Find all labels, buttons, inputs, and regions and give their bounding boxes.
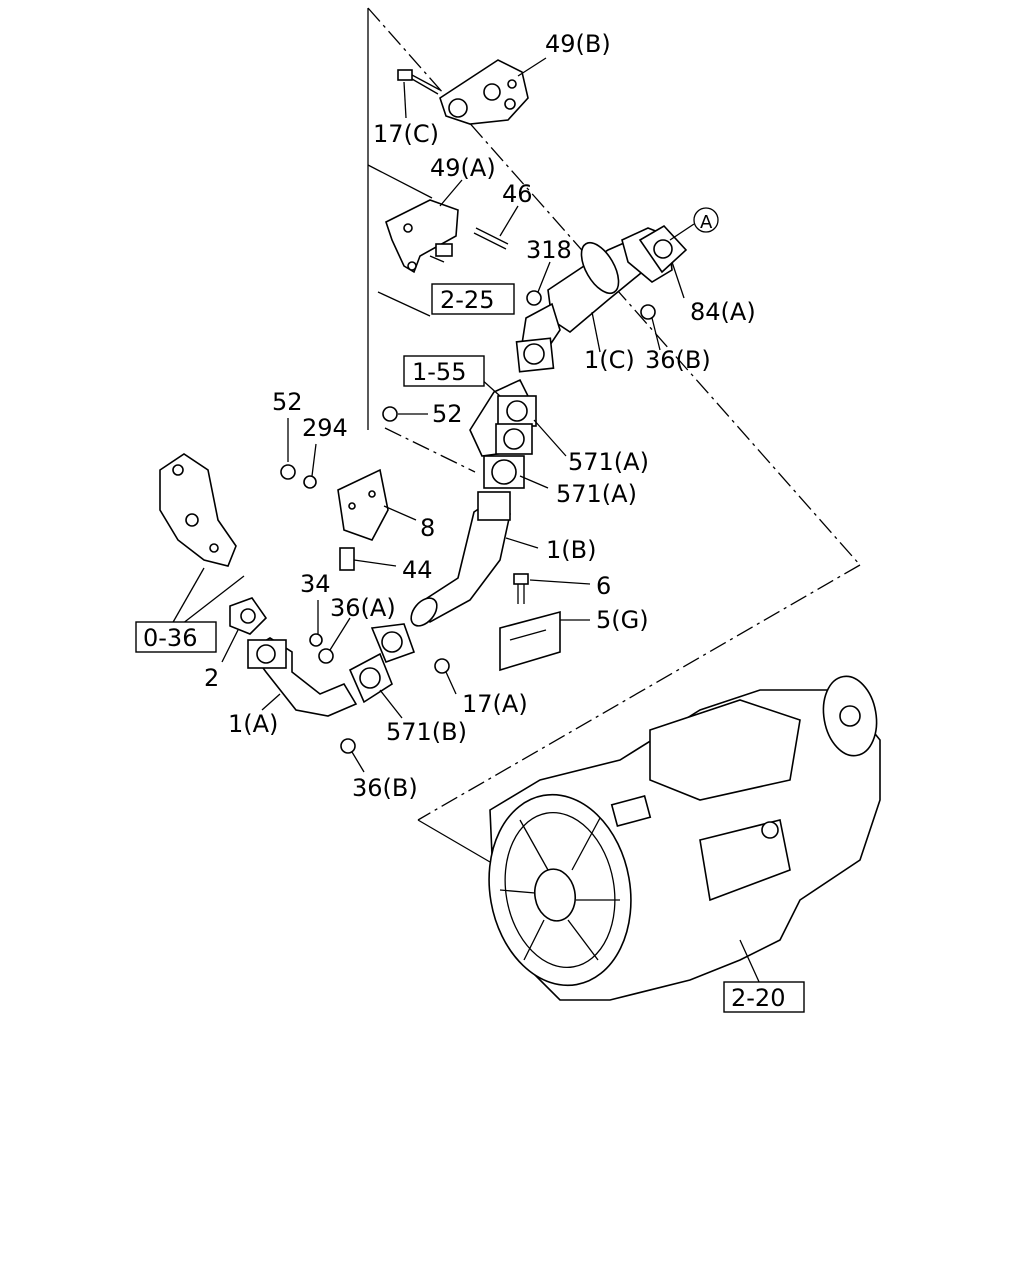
gasket-571a-part: [483, 455, 525, 489]
callout-34: 34: [300, 570, 331, 598]
callout-36b-bottom: 36(B): [352, 774, 418, 802]
exhaust-manifold-part: [159, 453, 237, 567]
callout-46: 46: [502, 180, 533, 208]
bolt-17c-part: [397, 69, 441, 95]
callout-52-mid: 52: [432, 400, 463, 428]
bolt-6-part: [513, 573, 529, 604]
nut-52-left-part: [280, 464, 296, 480]
callout-571b: 571(B): [386, 718, 467, 746]
reference-circle-a: A: [693, 207, 719, 233]
callout-571a-upper: 571(A): [568, 448, 649, 476]
leader-lines: [171, 57, 761, 985]
callout-52-left: 52: [272, 388, 303, 416]
pipe-1b-part: [410, 491, 511, 627]
assembly-boundary-lines: [367, 7, 861, 863]
callout-8: 8: [420, 514, 435, 542]
callout-5g: 5(G): [596, 606, 649, 634]
callout-1b: 1(B): [546, 536, 596, 564]
ref-box-0-36-label: 0-36: [143, 624, 197, 652]
bracket-49b-part: [439, 59, 529, 125]
washer-294-part: [303, 475, 317, 489]
bracket-49a-part: [385, 199, 459, 274]
callout-1c: 1(C): [584, 346, 635, 374]
nut-36b-top-part: [640, 304, 656, 320]
gasket-2-part: [229, 597, 268, 635]
callout-36a: 36(A): [330, 594, 396, 622]
callout-17c: 17(C): [373, 120, 439, 148]
stud-46-part: [429, 227, 509, 263]
callout-84a: 84(A): [690, 298, 756, 326]
plate-5g-part: [499, 610, 561, 672]
callout-17a: 17(A): [462, 690, 528, 718]
callout-36b-top: 36(B): [645, 346, 711, 374]
ref-box-2-20: 2-20: [723, 981, 805, 1013]
pipe-section-1-55-part: [469, 378, 537, 457]
callout-49a: 49(A): [430, 154, 496, 182]
callout-1a: 1(A): [228, 710, 278, 738]
ref-box-0-36: 0-36: [135, 621, 217, 653]
ref-box-2-20-label: 2-20: [731, 984, 785, 1012]
ref-box-2-25-label: 2-25: [440, 286, 494, 314]
nut-36b-bottom-part: [340, 738, 356, 754]
callout-571a-lower: 571(A): [556, 480, 637, 508]
callout-44: 44: [402, 556, 433, 584]
callout-49b: 49(B): [545, 30, 611, 58]
ref-box-2-25: 2-25: [431, 283, 515, 315]
reference-circle-a-label: A: [700, 212, 713, 233]
bracket-8-part: [337, 468, 389, 541]
bolt-17a-part: [434, 658, 450, 674]
washer-34-part: [309, 633, 323, 647]
nut-36a-part: [318, 648, 334, 664]
callout-6: 6: [596, 572, 611, 600]
ref-box-1-55-label: 1-55: [412, 358, 466, 386]
nut-318-part: [526, 290, 542, 306]
callout-318: 318: [526, 236, 572, 264]
transmission-assembly-part: [488, 675, 881, 1001]
bolt-44-part: [339, 547, 355, 571]
nut-52-mid-part: [382, 406, 398, 422]
pipe-1a-part: [247, 637, 358, 717]
gasket-571b-part: [348, 623, 416, 704]
callout-294: 294: [302, 414, 348, 442]
ref-box-1-55: 1-55: [403, 355, 485, 387]
callout-2: 2: [204, 664, 219, 692]
